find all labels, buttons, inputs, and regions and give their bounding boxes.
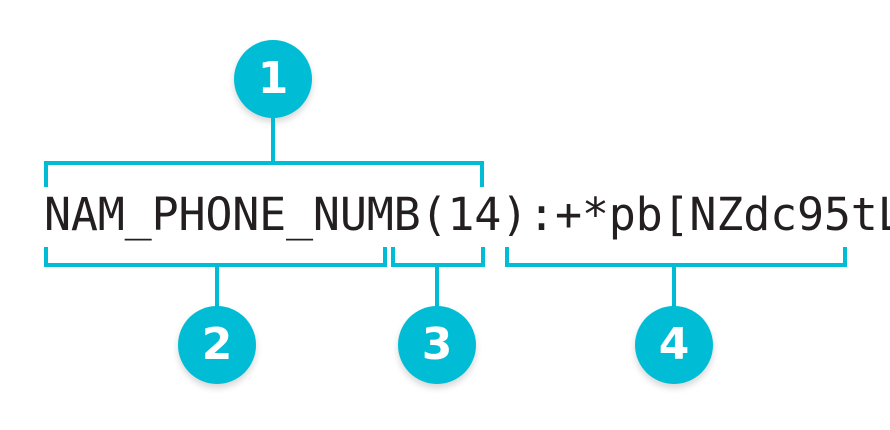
annotation-marker-2[interactable]: 2 bbox=[178, 306, 256, 384]
annotation-marker-3-label: 3 bbox=[421, 319, 453, 370]
annotation-stem-1 bbox=[271, 116, 275, 165]
annotation-stem-3 bbox=[435, 263, 439, 309]
annotation-stem-4 bbox=[672, 263, 676, 309]
annotation-marker-4-label: 4 bbox=[658, 319, 690, 370]
annotation-marker-4[interactable]: 4 bbox=[635, 306, 713, 384]
annotation-marker-1[interactable]: 1 bbox=[234, 40, 312, 118]
annotation-bracket-3-left-leg bbox=[391, 247, 395, 267]
annotation-bracket-4-bar bbox=[505, 263, 847, 267]
annotation-marker-3[interactable]: 3 bbox=[398, 306, 476, 384]
annotation-bracket-2-right-leg bbox=[383, 247, 387, 267]
annotation-stem-2 bbox=[215, 263, 219, 309]
annotation-bracket-1-bar bbox=[44, 161, 484, 165]
annotation-marker-1-label: 1 bbox=[257, 53, 289, 104]
annotation-bracket-1-left-leg bbox=[44, 161, 48, 187]
annotation-bracket-3-right-leg bbox=[481, 247, 485, 267]
annotation-bracket-1-right-leg bbox=[480, 161, 484, 187]
annotation-marker-2-label: 2 bbox=[201, 319, 233, 370]
format-string-text: NAM_PHONE_NUMB(14):+*pb[NZdc95tLB bbox=[44, 188, 890, 241]
annotation-bracket-4-left-leg bbox=[505, 247, 509, 267]
annotation-bracket-2-left-leg bbox=[44, 247, 48, 267]
annotation-bracket-4-right-leg bbox=[843, 247, 847, 267]
